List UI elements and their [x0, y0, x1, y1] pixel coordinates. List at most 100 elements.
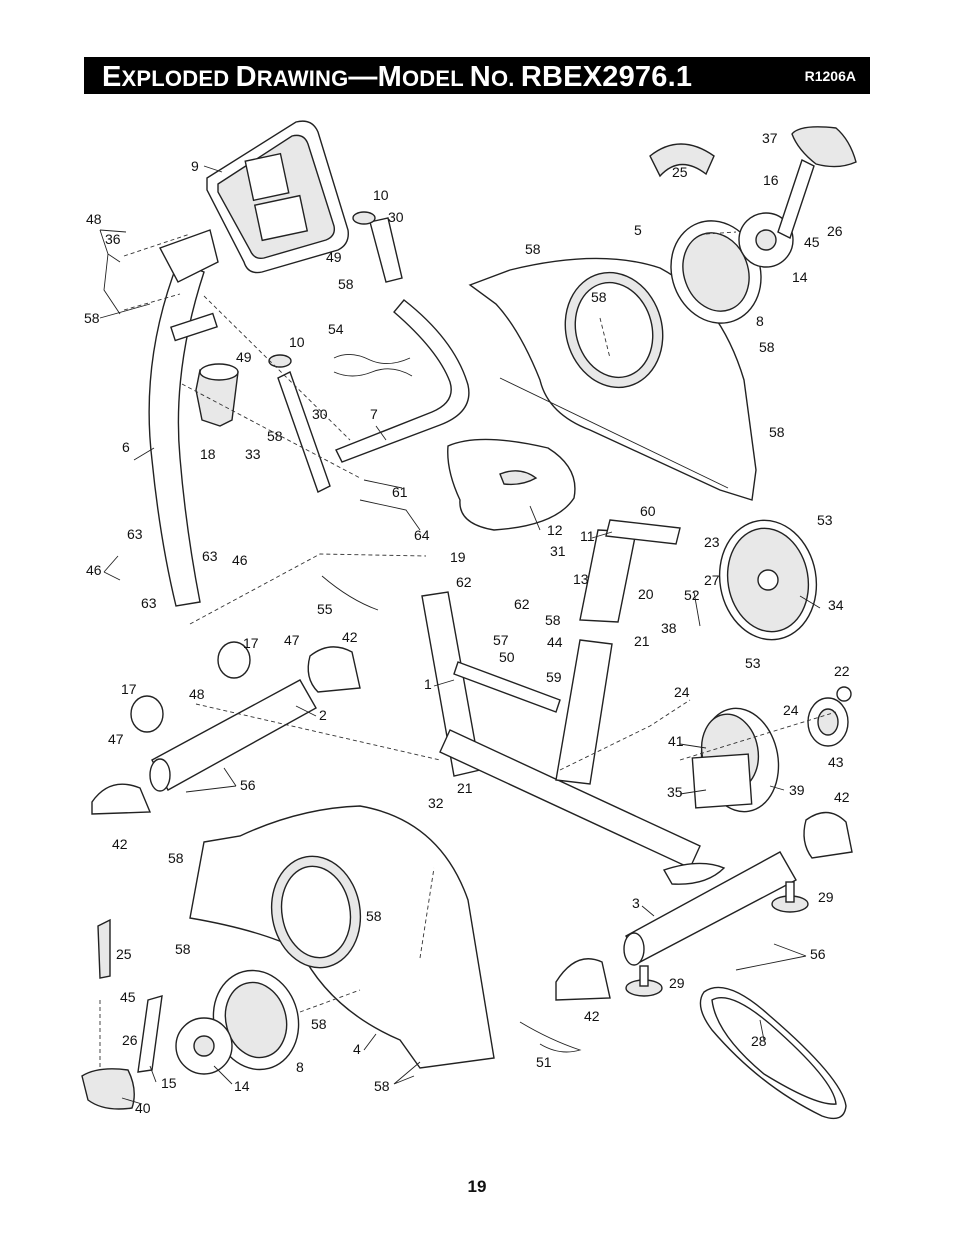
callout: 58: [759, 339, 775, 355]
callout: 58: [311, 1016, 327, 1032]
callout: 56: [810, 946, 826, 962]
callout: 53: [817, 512, 833, 528]
handlebar-part-7: [268, 299, 470, 493]
drive-belt-part-28: [699, 986, 847, 1120]
leader-lines: [99, 165, 821, 1105]
wire-harness-part-51: [519, 1021, 582, 1053]
stabilizer-part-3: [623, 851, 797, 966]
callout: 46: [232, 552, 248, 568]
callout: 47: [284, 632, 300, 648]
title-part: N: [469, 61, 491, 93]
callout: 62: [456, 574, 472, 590]
callout: 4: [353, 1041, 361, 1057]
disc-part-8b: [212, 969, 300, 1071]
callout: 18: [200, 446, 216, 462]
callout: 35: [667, 784, 683, 800]
callout: 23: [704, 534, 720, 550]
callout: 58: [374, 1078, 390, 1094]
callout: 14: [792, 269, 808, 285]
callout: 44: [547, 634, 563, 650]
callout: 45: [120, 989, 136, 1005]
end-cap-part-42c: [803, 811, 853, 859]
callout: 17: [243, 635, 259, 651]
callout: 46: [86, 562, 102, 578]
callout: 41: [668, 733, 684, 749]
callout: 31: [550, 543, 566, 559]
callout: 58: [591, 289, 607, 305]
callout: 10: [373, 187, 389, 203]
callout: 20: [638, 586, 654, 602]
page-title: EXPLODED DRAWING—MODEL NO. RBEX2976.1: [102, 61, 692, 94]
callout: 48: [189, 686, 205, 702]
crank-arm-part-16: [777, 159, 815, 239]
bottle-holder-part-18: [195, 363, 239, 427]
title-part: XPLODED: [121, 66, 236, 91]
seat-part-12: [447, 438, 576, 531]
callout: 61: [392, 484, 408, 500]
model-number: RBEX2976.1: [520, 61, 693, 93]
callout: 34: [828, 597, 844, 613]
callout: 56: [240, 777, 256, 793]
callout: 5: [634, 222, 642, 238]
callout: 26: [827, 223, 843, 239]
title-part: M: [377, 61, 402, 93]
pedal-part-37: [791, 126, 857, 168]
callout: 48: [86, 211, 102, 227]
title-part: ODEL: [401, 66, 470, 91]
callout: 28: [751, 1033, 767, 1049]
title-part: RAWING: [256, 66, 349, 91]
callout: 58: [525, 241, 541, 257]
callout: 58: [366, 908, 382, 924]
callout: 29: [818, 889, 834, 905]
callout: 1: [424, 676, 432, 692]
callout: 53: [745, 655, 761, 671]
title-part: E: [102, 61, 122, 93]
callout: 52: [684, 587, 700, 603]
callout: 58: [175, 941, 191, 957]
callout: 43: [828, 754, 844, 770]
callout: 21: [457, 780, 473, 796]
console-part-9: [206, 120, 349, 274]
callout: 55: [317, 601, 333, 617]
pedal-part-40: [81, 1068, 135, 1110]
callout: 58: [168, 850, 184, 866]
title-part: D: [235, 61, 257, 93]
callout: 25: [672, 164, 688, 180]
callout: 12: [547, 522, 563, 538]
callout: 47: [108, 731, 124, 747]
end-cap-part-42a: [307, 646, 361, 693]
disc-part-8a: [670, 220, 762, 324]
callout: 49: [326, 249, 342, 265]
callout: 58: [84, 310, 100, 326]
right-shield-part-5: [468, 257, 757, 501]
callout-labels: 9 10 30 48 36 49 58 58 58 5 25 37 16 26 …: [84, 130, 850, 1116]
callout: 37: [762, 130, 778, 146]
callout: 42: [112, 836, 128, 852]
callout: 40: [135, 1100, 151, 1116]
callout: 42: [584, 1008, 600, 1024]
assembly-dashed-lines: [99, 231, 837, 1070]
callout: 30: [388, 209, 404, 225]
callout: 24: [783, 702, 799, 718]
callout: 8: [756, 313, 764, 329]
callout: 22: [834, 663, 850, 679]
callout: 17: [121, 681, 137, 697]
callout: 63: [127, 526, 143, 542]
callout: 49: [236, 349, 252, 365]
end-cap-part-42d: [555, 958, 611, 1001]
left-shield-part-4: [189, 805, 495, 1069]
callout: 11: [580, 528, 595, 544]
callout: 21: [634, 633, 650, 649]
callout: 60: [640, 503, 656, 519]
drawing-code: R1206A: [804, 68, 856, 84]
bearing-part-43: [807, 686, 852, 747]
callout: 58: [267, 428, 283, 444]
callout: 26: [122, 1032, 138, 1048]
callout: 30: [312, 406, 328, 422]
crank-cover-part-25b: [97, 918, 111, 979]
title-part: —: [348, 61, 378, 93]
callout: 29: [669, 975, 685, 991]
callout: 58: [545, 612, 561, 628]
callout: 38: [661, 620, 677, 636]
